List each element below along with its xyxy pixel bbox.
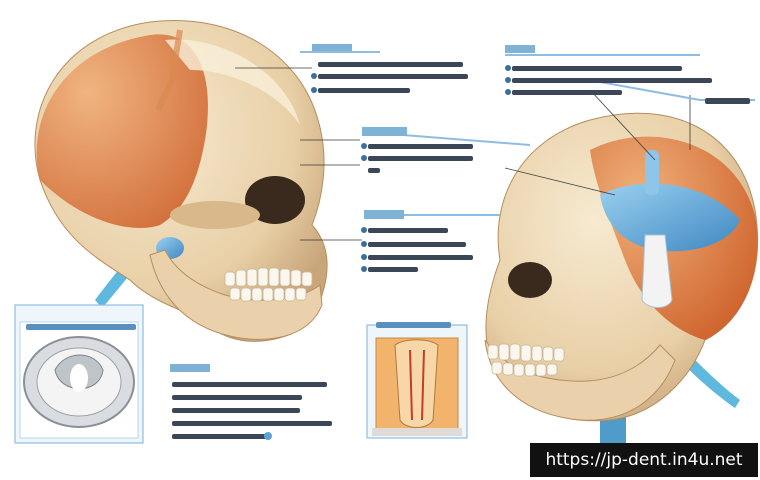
tooth-cross-section-image (394, 339, 439, 428)
left-teeth (224, 267, 313, 302)
right-orbit (508, 262, 552, 298)
left-skull-crack (155, 29, 183, 112)
right-articular-disc (600, 183, 740, 252)
tooth-inset-panel (366, 324, 468, 439)
left-orbit (245, 176, 305, 224)
left-cheekbone (170, 201, 260, 229)
left-skull (34, 20, 328, 342)
callout-leaders (235, 67, 691, 241)
left-cranium-highlight (165, 39, 300, 126)
watermark-url: https://jp-dent.in4u.net (530, 443, 758, 477)
right-condyle (641, 234, 673, 308)
right-disc-ligament (645, 150, 659, 195)
right-mandible (484, 339, 676, 421)
callout-text-blocks (26, 44, 750, 439)
left-mandible (149, 249, 323, 340)
callout-bullets (264, 65, 511, 440)
right-skull (484, 112, 759, 455)
left-temporal-muscle (36, 34, 208, 228)
right-teeth (487, 343, 565, 377)
